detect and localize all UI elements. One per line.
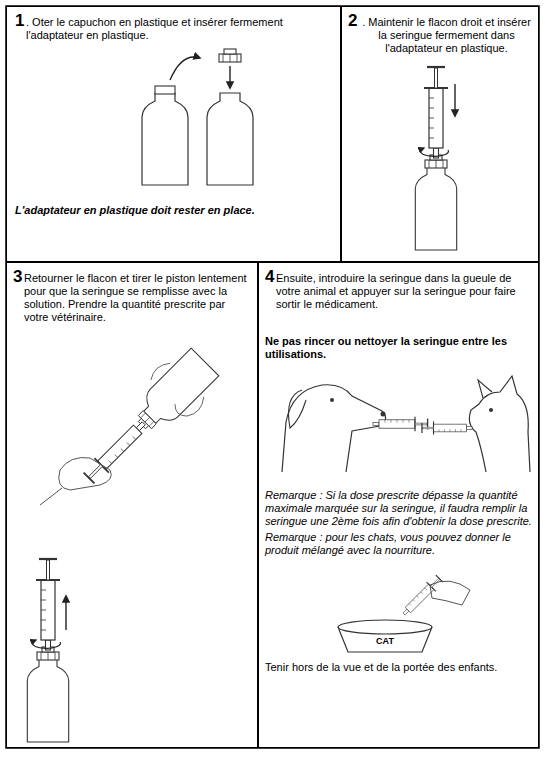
step-panel: 4 Ensuite, introduire la seringue dans l… [258, 262, 539, 748]
warning-note: Ne pas rincer ou nettoyer la seringue en… [265, 335, 531, 361]
step-panel: 1. Oter le capuchon en plastique et insé… [6, 6, 341, 262]
remark-note: Remarque : Si la dose prescrite dépasse … [265, 489, 533, 528]
step-number: 2 [348, 12, 362, 30]
step-panel: 3 Retourner le flacon et tirer le piston… [6, 262, 258, 748]
dog-head [282, 385, 428, 472]
step-text: Retourner le flacon et tirer le piston l… [24, 272, 252, 324]
bowl-label: CAT [375, 636, 395, 647]
warning-note: L'adaptateur en plastique doit rester en… [15, 204, 330, 217]
step-text: . Maintenir le flacon droit et insérer l… [359, 16, 534, 55]
hand [40, 458, 111, 506]
cat-bowl [338, 574, 470, 652]
step-panel: 2. Maintenir le flacon droit et insérer … [341, 6, 539, 262]
bottle-with-cap [142, 57, 200, 185]
inverted-bottle-with-syringe [68, 341, 226, 499]
step-text: . Oter le capuchon en plastique et insér… [26, 16, 334, 42]
bottle-with-adapter [207, 49, 253, 185]
syringe-filling [27, 559, 68, 742]
remark-note: Remarque : pour les chats, vous pouvez d… [265, 531, 533, 557]
cat-head [422, 376, 530, 472]
syringe-into-bottle [415, 67, 456, 250]
step-text: Ensuite, introduire la seringue dans la … [276, 272, 534, 311]
outer-border [6, 6, 539, 748]
storage-note: Tenir hors de la vue et de la portée des… [265, 661, 533, 674]
